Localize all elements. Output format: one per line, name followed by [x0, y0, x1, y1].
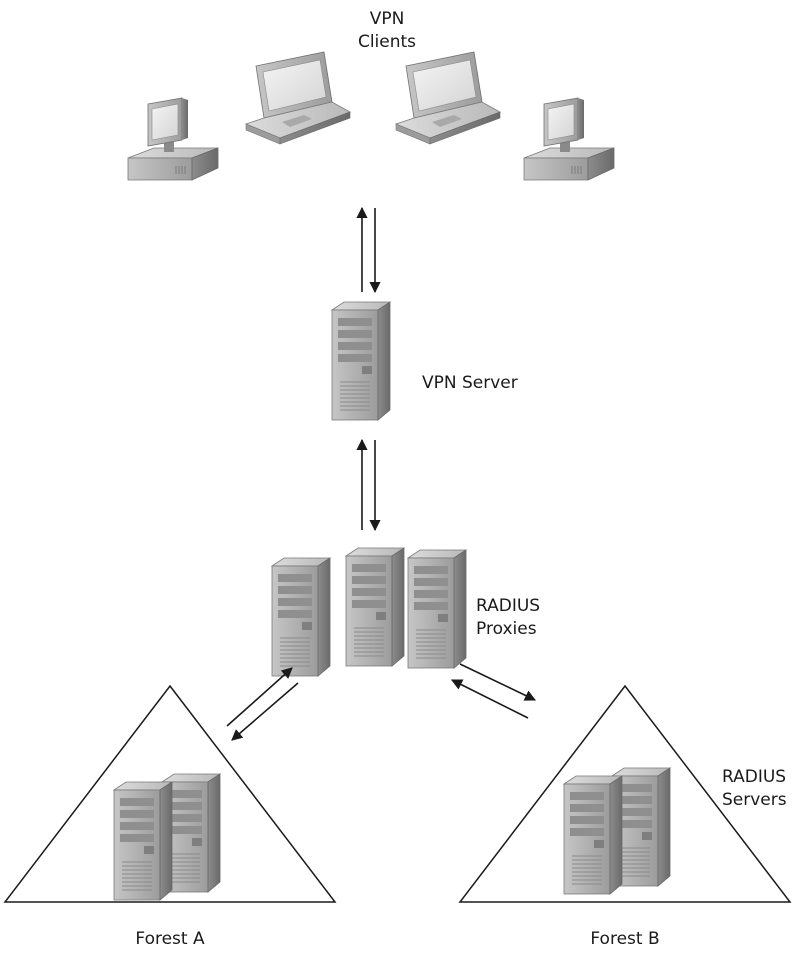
radius-proxies-label: RADIUS Proxies [476, 595, 540, 641]
arrow-proxy-to-forest-a [231, 682, 299, 741]
forest-b-label: Forest B [590, 929, 660, 949]
vpn-clients-label: VPN Clients [352, 8, 422, 54]
forest-b-triangle [458, 684, 792, 903]
vpn-server-tower [331, 301, 391, 421]
arrow-forest-a-to-proxy [226, 667, 293, 727]
vpn-clients-label-line1: VPN [369, 9, 405, 29]
arrow-proxy-to-forest-b [459, 663, 537, 701]
radius-proxy-tower-3 [407, 549, 467, 669]
vpn-client-laptop-2 [395, 51, 501, 145]
radius-proxy-tower-2 [345, 547, 405, 667]
vpn-client-desktop-1 [127, 97, 219, 181]
vpn-client-desktop-2 [523, 97, 615, 181]
radius-servers-label: RADIUS Servers [722, 766, 787, 812]
vpn-server-label: VPN Server [422, 373, 518, 393]
radius-servers-label-line2: Servers [722, 790, 787, 810]
vpn-client-laptop-1 [245, 51, 351, 145]
forest-a-triangle [3, 684, 337, 903]
forest-a-radius-server-1 [113, 781, 173, 901]
forest-a-label: Forest A [135, 929, 205, 949]
arrow-forest-b-to-proxy [450, 679, 529, 719]
radius-servers-label-line1: RADIUS [722, 767, 787, 787]
radius-proxies-label-line1: RADIUS [476, 596, 541, 616]
vpn-clients-label-line2: Clients [357, 32, 417, 52]
radius-proxy-tower-1 [271, 557, 331, 677]
radius-proxies-label-line2: Proxies [476, 619, 537, 639]
forest-b-radius-server-1 [563, 775, 623, 895]
